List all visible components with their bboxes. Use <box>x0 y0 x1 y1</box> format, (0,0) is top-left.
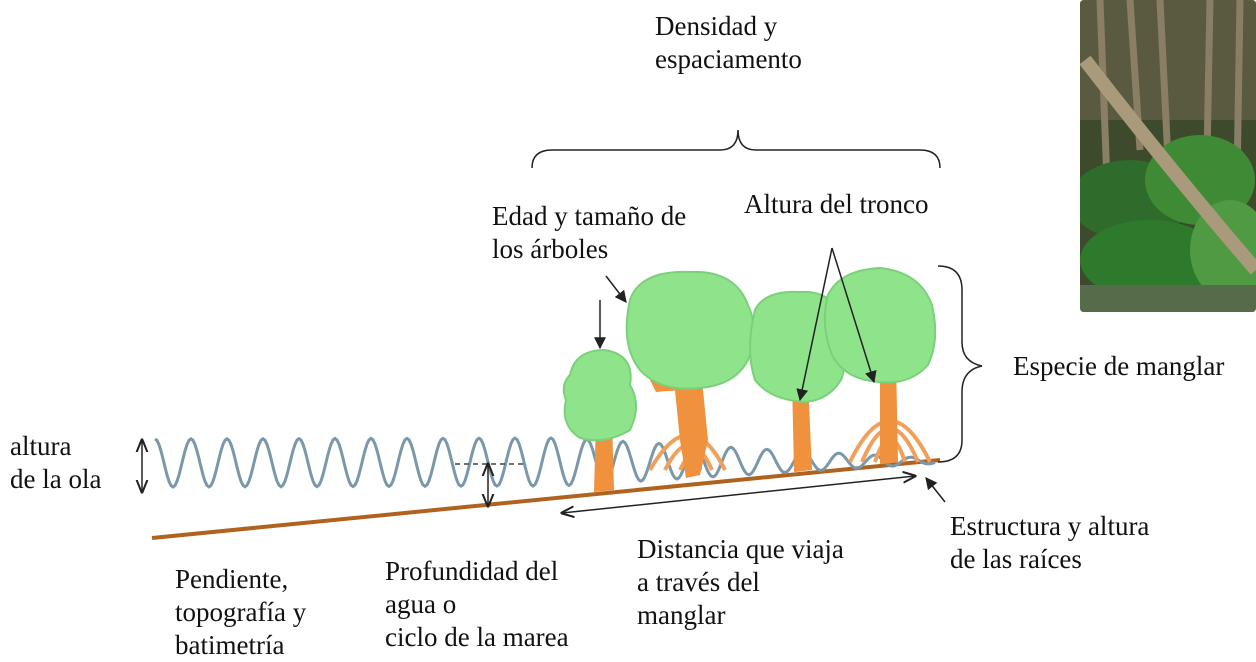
trunk-height-arrow-1 <box>796 247 833 402</box>
mangrove-photo <box>1080 0 1256 312</box>
label-mangrove-species: Especie de manglar <box>1013 351 1225 381</box>
trunk-height-arrow-2 <box>831 247 877 384</box>
distance-arrow <box>562 476 915 513</box>
density-brace <box>531 129 941 169</box>
mangrove-canopies <box>562 266 937 442</box>
species-brace <box>937 265 983 463</box>
wave-line <box>154 436 936 489</box>
root-structure-arrow <box>925 477 946 503</box>
tree-size-arrow-2 <box>605 275 627 303</box>
label-trunk-height: Altura del tronco <box>744 189 929 219</box>
